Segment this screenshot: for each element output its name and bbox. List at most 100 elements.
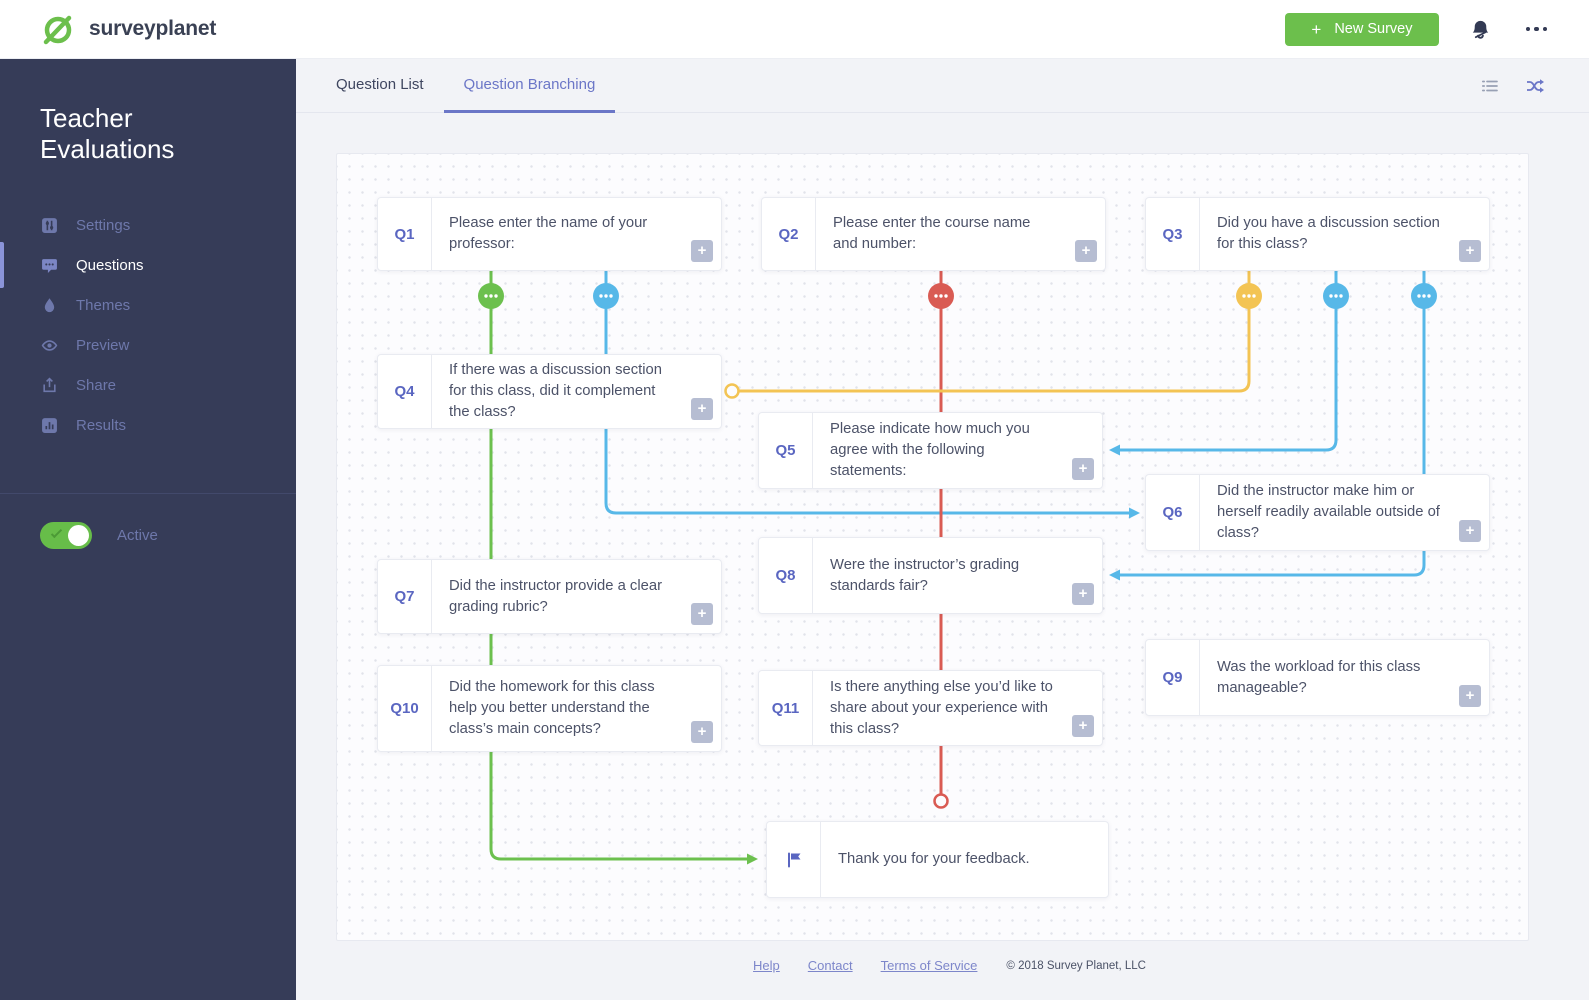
add-branch-button[interactable]: + xyxy=(691,398,713,420)
sidebar-item-share[interactable]: Share xyxy=(0,365,296,405)
droplet-icon xyxy=(44,297,55,312)
copyright-text: © 2018 Survey Planet, LLC xyxy=(1006,959,1146,972)
question-card-q10[interactable]: Q10 Did the homework for this class help… xyxy=(377,665,722,752)
share-icon xyxy=(43,376,56,392)
question-number: Q8 xyxy=(759,538,813,613)
question-number: Q6 xyxy=(1146,475,1200,550)
question-card-q11[interactable]: Q11 Is there anything else you’d like to… xyxy=(758,670,1103,746)
question-text: Please indicate how much you agree with … xyxy=(830,421,1030,479)
contact-link[interactable]: Contact xyxy=(807,958,853,973)
end-card-text: Thank you for your feedback. xyxy=(838,851,1030,867)
question-card-q5[interactable]: Q5 Please indicate how much you agree wi… xyxy=(758,412,1103,489)
question-card-q4[interactable]: Q4 If there was a discussion section for… xyxy=(377,354,722,429)
bar-chart-icon xyxy=(42,417,57,433)
eye-icon xyxy=(41,339,58,351)
question-text: Please enter the course name and number: xyxy=(833,215,1031,252)
more-options-ellipsis-icon[interactable] xyxy=(1522,23,1552,36)
tab-question-branching[interactable]: Question Branching xyxy=(443,59,616,113)
question-text: Please enter the name of your professor: xyxy=(449,215,648,252)
branching-content: Q1 Please enter the name of your profess… xyxy=(296,113,1589,1000)
sidebar-item-label: Settings xyxy=(76,216,131,234)
ellipsis-glyph xyxy=(1525,26,1547,32)
sidebar-item-questions[interactable]: Questions xyxy=(0,242,296,288)
terms-of-service-link[interactable]: Terms of Service xyxy=(880,958,978,973)
question-text: Is there anything else you’d like to sha… xyxy=(830,678,1053,737)
shuffle-glyph xyxy=(1527,78,1544,93)
question-number: Q9 xyxy=(1146,640,1200,715)
logo-circle-slash-icon xyxy=(43,15,72,45)
add-branch-button[interactable]: + xyxy=(1459,240,1481,262)
question-text: Was the workload for this class manageab… xyxy=(1217,658,1421,696)
add-branch-button[interactable]: + xyxy=(1072,583,1094,605)
question-text: Were the instructor’s grading standards … xyxy=(830,556,1020,594)
add-branch-button[interactable]: + xyxy=(1075,240,1097,262)
add-branch-button[interactable]: + xyxy=(1072,458,1094,480)
active-toggle[interactable] xyxy=(40,522,92,549)
question-card-q1[interactable]: Q1 Please enter the name of your profess… xyxy=(377,197,722,271)
add-branch-button[interactable]: + xyxy=(691,721,713,743)
add-branch-button[interactable]: + xyxy=(1072,715,1094,737)
flag-icon xyxy=(787,852,800,867)
question-card-q9[interactable]: Q9 Was the workload for this class manag… xyxy=(1145,639,1490,716)
tab-question-list[interactable]: Question List xyxy=(316,59,444,113)
tab-label: Question Branching xyxy=(463,76,596,93)
brand-name: surveyplanet xyxy=(89,17,217,40)
question-number: Q5 xyxy=(759,413,813,488)
question-number: Q10 xyxy=(378,666,432,751)
main-panel: Question List Question Branching xyxy=(296,59,1589,1000)
add-branch-button[interactable]: + xyxy=(1459,520,1481,542)
sliders-icon xyxy=(42,217,57,233)
help-link[interactable]: Help xyxy=(753,958,780,973)
check-icon xyxy=(50,526,63,539)
question-text: Did you have a discussion section for th… xyxy=(1217,215,1440,252)
question-card-q2[interactable]: Q2 Please enter the course name and numb… xyxy=(761,197,1106,271)
question-text: Did the homework for this class help you… xyxy=(449,679,655,737)
add-branch-button[interactable]: + xyxy=(691,240,713,262)
question-text: If there was a discussion section for th… xyxy=(449,362,663,420)
app-header: surveyplanet + New Survey xyxy=(0,0,1589,59)
question-card-q6[interactable]: Q6 Did the instructor make him or hersel… xyxy=(1145,474,1490,551)
sidebar-item-preview[interactable]: Preview xyxy=(0,325,296,365)
branching-canvas[interactable]: Q1 Please enter the name of your profess… xyxy=(336,153,1529,941)
notifications-bell-icon[interactable] xyxy=(1465,14,1496,45)
sidebar-divider xyxy=(0,493,296,494)
list-glyph xyxy=(1481,80,1498,91)
active-toggle-label: Active xyxy=(117,527,158,544)
add-branch-button[interactable]: + xyxy=(691,603,713,625)
question-card-q3[interactable]: Q3 Did you have a discussion section for… xyxy=(1145,197,1490,271)
add-branch-button[interactable]: + xyxy=(1459,685,1481,707)
sidebar-item-settings[interactable]: Settings xyxy=(0,205,296,245)
toggle-knob xyxy=(68,525,89,546)
question-number: Q11 xyxy=(759,671,813,745)
question-text: Did the instructor make him or herself r… xyxy=(1217,483,1440,541)
list-view-icon[interactable] xyxy=(1477,74,1503,98)
sidebar-item-label: Preview xyxy=(76,336,130,354)
sidebar-item-themes[interactable]: Themes xyxy=(0,285,296,325)
end-card-icon-cell xyxy=(767,822,821,897)
survey-status-row: Active xyxy=(0,522,296,549)
new-survey-label: New Survey xyxy=(1334,21,1413,37)
surveyplanet-logo[interactable]: surveyplanet xyxy=(40,11,216,47)
tab-bar: Question List Question Branching xyxy=(296,59,1589,113)
question-number: Q3 xyxy=(1146,198,1200,270)
tab-label: Question List xyxy=(336,76,424,93)
new-survey-button[interactable]: + New Survey xyxy=(1285,12,1439,46)
question-number: Q4 xyxy=(378,355,432,428)
question-number: Q7 xyxy=(378,560,432,633)
end-card-thank-you[interactable]: Thank you for your feedback. xyxy=(766,821,1109,898)
survey-title: Teacher Evaluations xyxy=(40,103,175,164)
sidebar-item-results[interactable]: Results xyxy=(0,405,296,445)
question-card-q7[interactable]: Q7 Did the instructor provide a clear gr… xyxy=(377,559,722,634)
question-card-q8[interactable]: Q8 Were the instructor’s grading standar… xyxy=(758,537,1103,614)
view-switcher xyxy=(1477,59,1549,112)
plus-icon: + xyxy=(1311,19,1322,39)
question-text: Did the instructor provide a clear gradi… xyxy=(449,577,663,615)
sidebar-item-label: Share xyxy=(76,376,117,394)
sidebar-nav: Settings Questions Themes xyxy=(0,205,296,445)
branching-view-shuffle-icon[interactable] xyxy=(1522,74,1549,98)
question-number: Q1 xyxy=(378,198,432,270)
sidebar-item-label: Themes xyxy=(76,296,131,314)
header-actions: + New Survey xyxy=(1285,12,1552,46)
chat-bubble-icon xyxy=(42,258,57,273)
sidebar-item-label: Questions xyxy=(76,256,144,274)
